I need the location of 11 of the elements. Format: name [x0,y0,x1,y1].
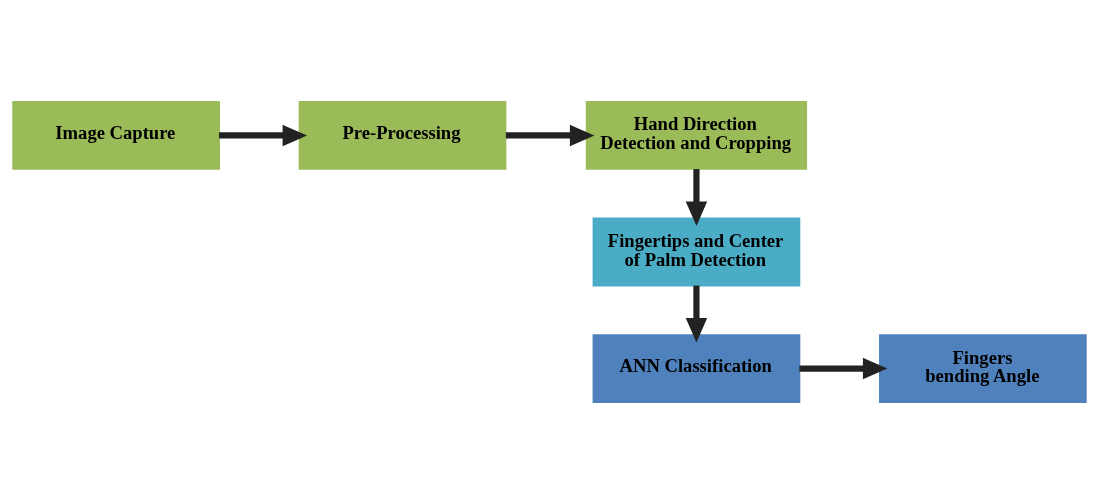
node-box: Image Capture [12,101,220,170]
node-box: Pre-Processing [298,101,507,170]
node-box: Fingertips and Center of Palm Detection [592,217,801,287]
node-box: Fingers bending Angle [879,334,1087,403]
node-box: ANN Classification [592,334,801,403]
arrow [505,124,595,147]
arrow [799,357,888,380]
arrow [219,124,308,147]
node-box: Hand Direction Detection and Cropping [585,101,808,170]
arrow [685,285,708,343]
arrow [685,169,708,227]
